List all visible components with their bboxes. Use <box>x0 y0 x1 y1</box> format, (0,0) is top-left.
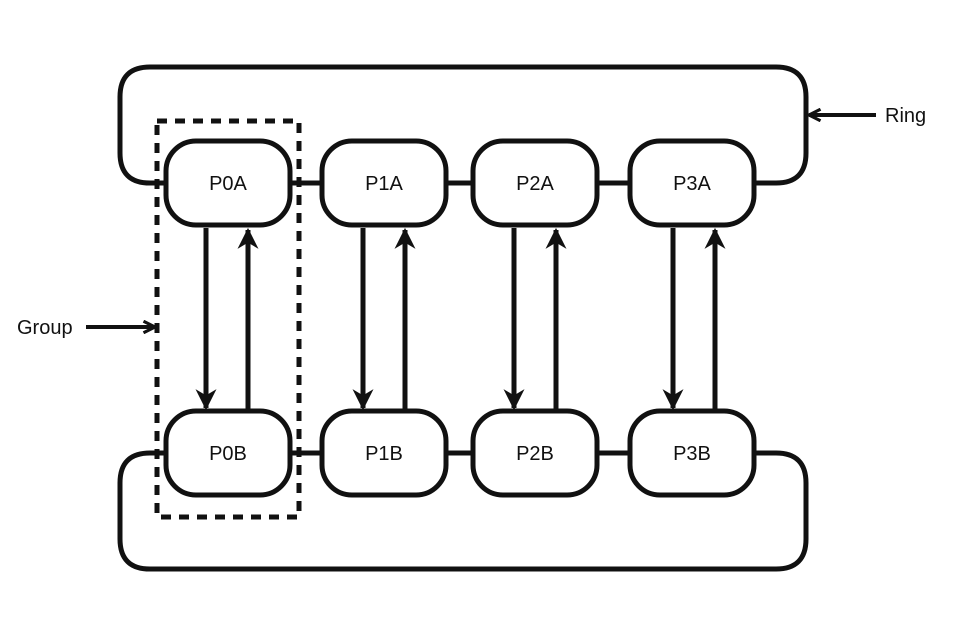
group-label: Group <box>17 317 73 339</box>
node-label: P3A <box>673 173 711 195</box>
node-label: P2A <box>516 173 554 195</box>
node-label: P0A <box>209 173 247 195</box>
node-p3a: P3A <box>627 138 757 228</box>
group-callout: Group <box>17 317 155 339</box>
node-p1a: P1A <box>319 138 449 228</box>
node-label: P0B <box>209 443 247 465</box>
ring-callout: Ring <box>809 105 926 127</box>
node-p3b: P3B <box>627 408 757 498</box>
bottom-ring-loop <box>117 450 809 572</box>
node-label: P1A <box>365 173 403 195</box>
node-p1b: P1B <box>319 408 449 498</box>
node-label: P1B <box>365 443 403 465</box>
node-p2a: P2A <box>470 138 600 228</box>
node-p0b: P0B <box>163 408 293 498</box>
top-ring-loop <box>117 64 809 186</box>
node-p0a: P0A <box>163 138 293 228</box>
ring-label: Ring <box>885 105 926 127</box>
node-label: P3B <box>673 443 711 465</box>
node-p2b: P2B <box>470 408 600 498</box>
node-label: P2B <box>516 443 554 465</box>
